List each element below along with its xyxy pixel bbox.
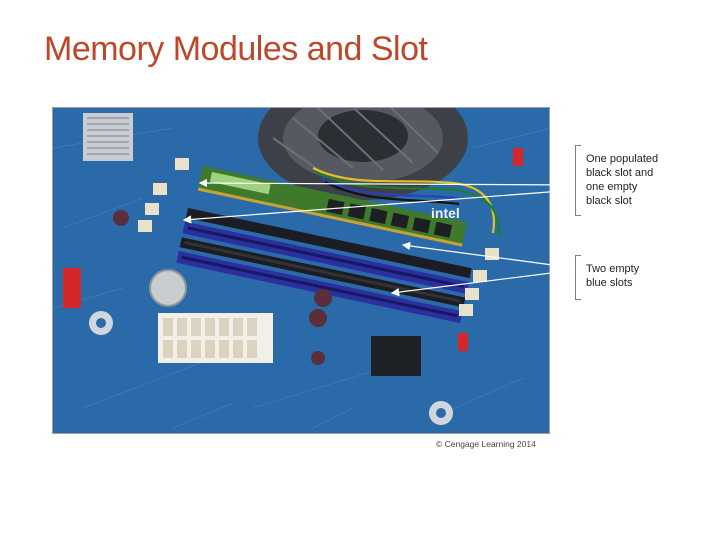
callout-line: One populated bbox=[586, 153, 659, 165]
callout-line: Two empty bbox=[586, 263, 640, 275]
callout-bracket-black-slots bbox=[575, 145, 581, 216]
callout-line: blue slots bbox=[586, 277, 633, 289]
memory-slots bbox=[138, 158, 499, 324]
chipset bbox=[371, 336, 421, 376]
northbridge-heatsink bbox=[83, 113, 133, 161]
callout-black-slots: One populated black slot and one empty b… bbox=[586, 152, 706, 208]
svg-text:intel: intel bbox=[431, 205, 460, 221]
motherboard-photo: intel bbox=[52, 107, 550, 434]
memory-module bbox=[197, 166, 468, 247]
cpu-cooler bbox=[258, 108, 468, 200]
atx-power-connector bbox=[158, 313, 273, 363]
arrow-blue-slot-1 bbox=[401, 241, 576, 269]
cmos-battery bbox=[149, 269, 187, 307]
callout-line: one empty bbox=[586, 181, 638, 193]
callout-line: black slot bbox=[586, 195, 632, 207]
arrow-blue-slot-2 bbox=[390, 269, 576, 297]
intel-logo: intel bbox=[431, 205, 460, 221]
arrow-empty-black-slot bbox=[182, 189, 576, 224]
image-credit: © Cengage Learning 2014 bbox=[436, 439, 536, 449]
arrow-populated-black-slot bbox=[198, 178, 576, 188]
callout-blue-slots: Two empty blue slots bbox=[586, 262, 706, 290]
callout-line: black slot and bbox=[586, 167, 654, 179]
callout-bracket-blue-slots bbox=[575, 255, 581, 300]
slide-title: Memory Modules and Slot bbox=[44, 30, 428, 68]
